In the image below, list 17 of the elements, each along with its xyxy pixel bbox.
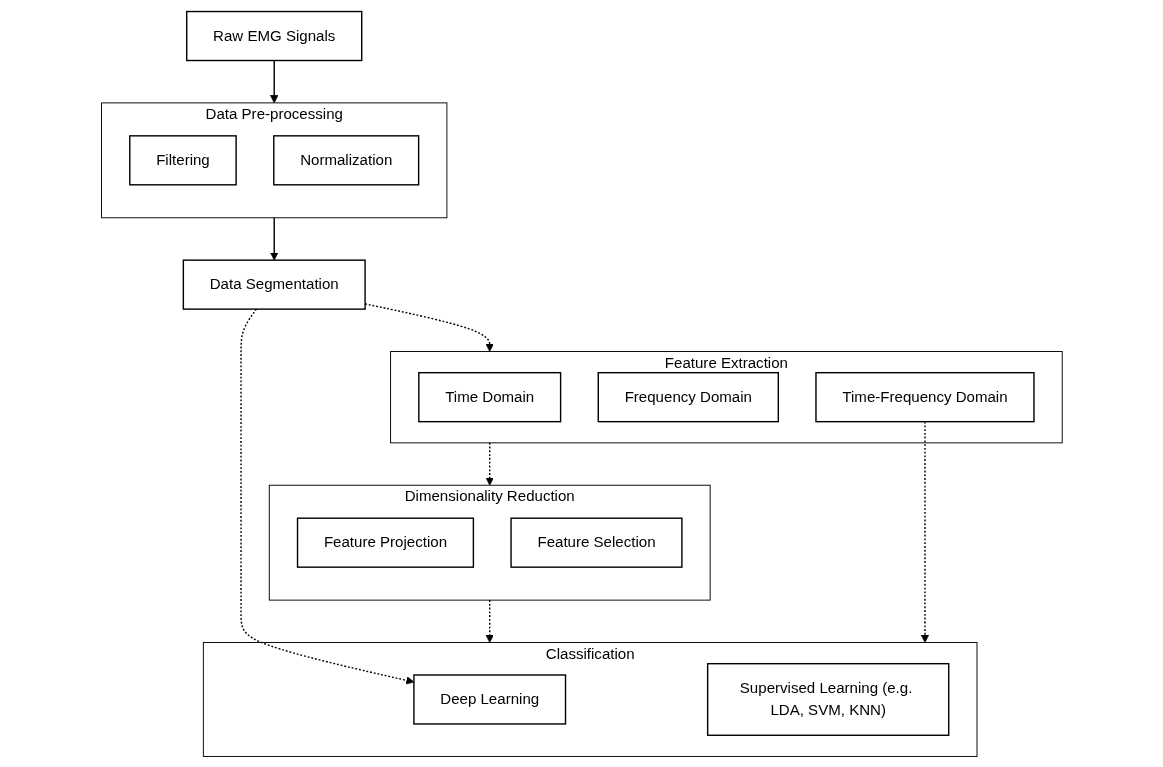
arrow bbox=[269, 216, 278, 261]
arrow bbox=[239, 307, 414, 684]
node-box: Feature Projection bbox=[296, 517, 474, 568]
arrow bbox=[485, 441, 494, 486]
node-box: Deep Learning bbox=[412, 673, 566, 725]
arrow bbox=[269, 59, 278, 103]
arrow bbox=[485, 598, 494, 643]
node-box: Time-Frequency Domain bbox=[814, 371, 1035, 422]
node-box: Raw EMG Signals bbox=[185, 10, 363, 61]
node-box: Supervised Learning (e.g. LDA, SVM, KNN) bbox=[706, 662, 950, 736]
node-box: Frequency Domain bbox=[597, 371, 779, 422]
node-box: Feature Selection bbox=[509, 517, 683, 568]
node-box: Normalization bbox=[272, 134, 419, 185]
arrow bbox=[920, 420, 929, 643]
node-box: Data Segmentation bbox=[182, 258, 366, 310]
node-box: Time Domain bbox=[417, 371, 561, 422]
node-box: Filtering bbox=[128, 134, 237, 185]
